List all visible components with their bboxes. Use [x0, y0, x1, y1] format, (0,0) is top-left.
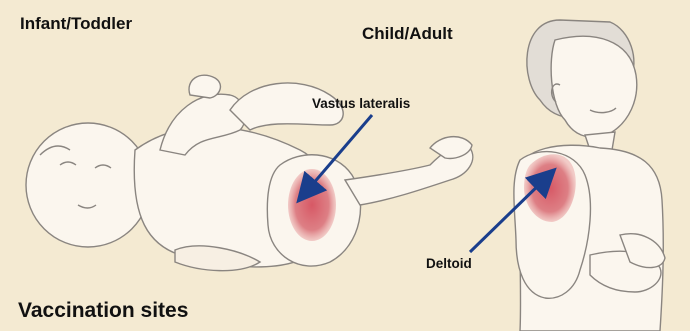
figure-title: Vaccination sites [18, 299, 188, 323]
child-adult-label: Child/Adult [362, 24, 453, 44]
deltoid-label: Deltoid [426, 256, 472, 271]
infant-head [26, 123, 150, 247]
vastus-lateralis-label: Vastus lateralis [312, 96, 410, 111]
child-head [551, 36, 637, 137]
vastus-lateralis-site [288, 169, 336, 241]
infant-toddler-label: Infant/Toddler [20, 14, 132, 34]
